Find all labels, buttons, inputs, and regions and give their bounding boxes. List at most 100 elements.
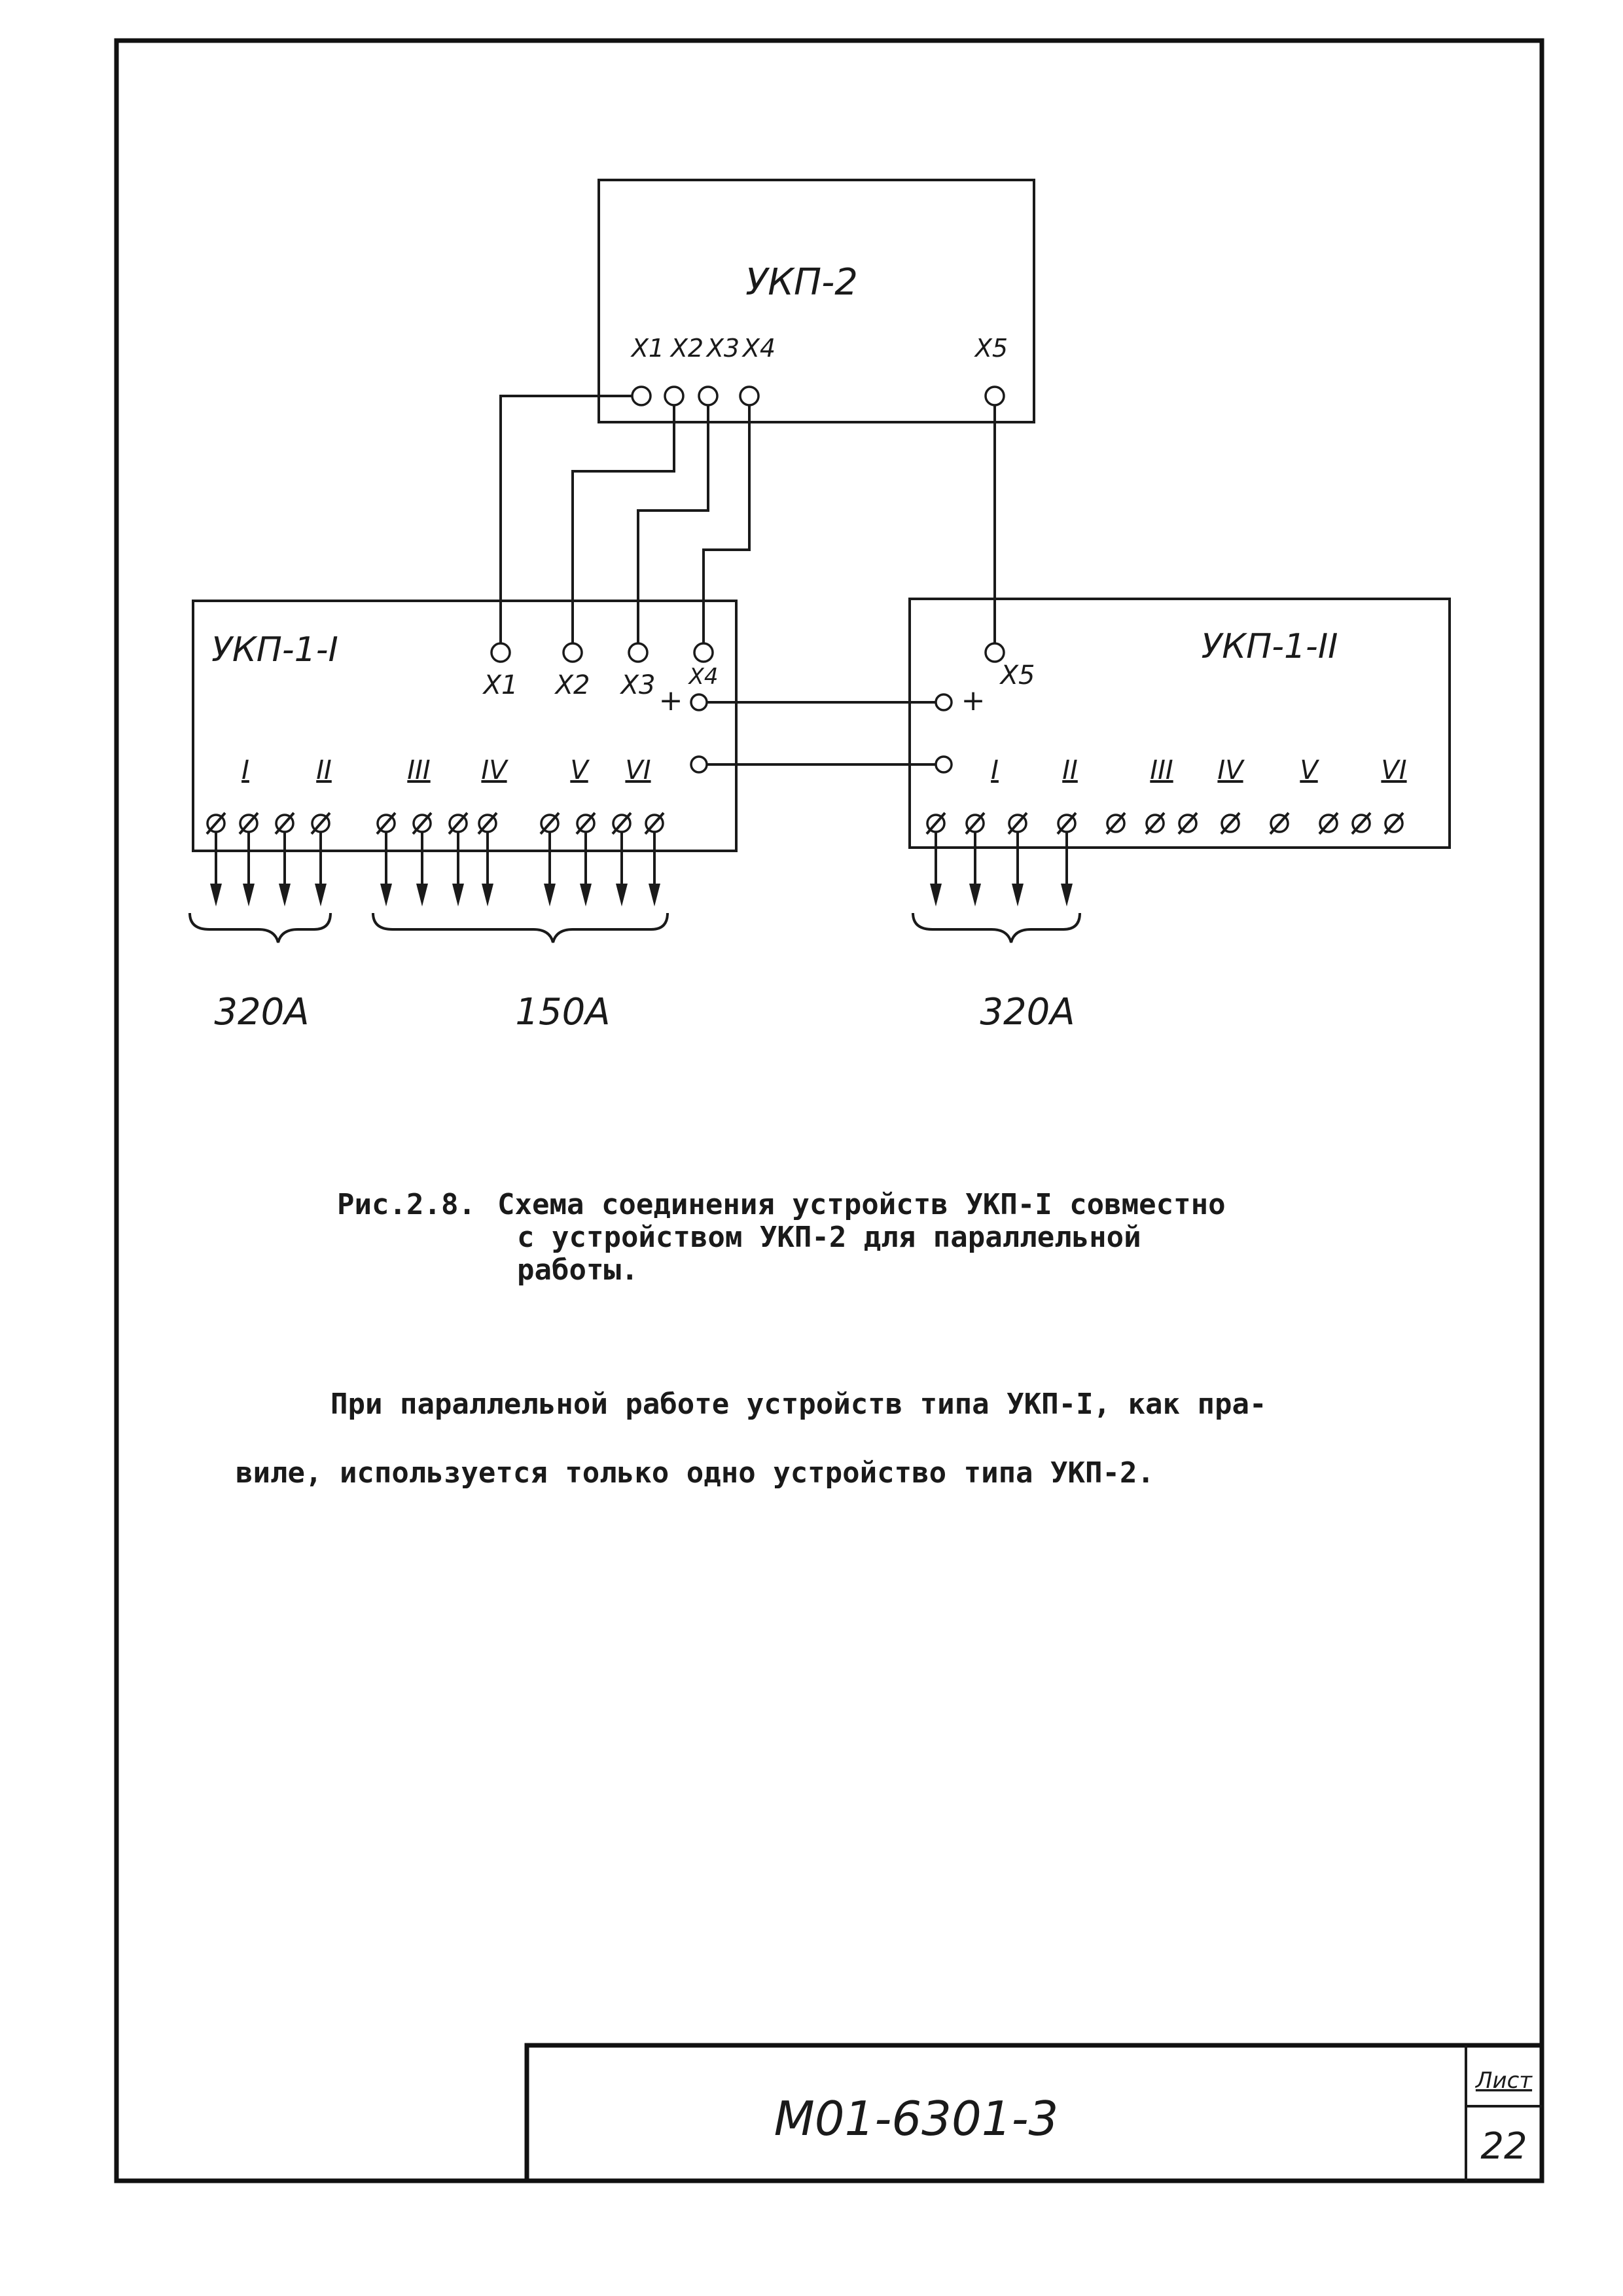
- output-arrow: [1061, 833, 1073, 906]
- figure-caption: Рис.2.8. Схема соединения устройств УКП-…: [337, 1188, 1226, 1287]
- ukp2-terminal-x5: [984, 386, 1005, 406]
- unit1-label-x4: X4: [688, 664, 719, 690]
- unit1-group-2: II: [316, 755, 332, 785]
- braces: [188, 912, 1081, 943]
- unit1-output-terminal: [412, 812, 433, 835]
- brace-320a-left: [188, 912, 332, 943]
- wire-x4: [702, 405, 751, 643]
- body-line-1: При параллельной работе устройств типа У…: [330, 1388, 1266, 1421]
- wire-x2: [571, 405, 675, 643]
- unit2-title: УКП-1-II: [1202, 627, 1338, 666]
- caption-line-1: Схема соединения устройств УКП-I совмест…: [497, 1188, 1226, 1221]
- unit1-group-3: III: [407, 755, 430, 785]
- current-label-320a-right: 320А: [980, 991, 1075, 1033]
- unit1-output-terminals: [205, 812, 665, 835]
- output-arrow: [544, 833, 556, 906]
- unit1-output-terminal: [238, 812, 259, 835]
- sheet-number: 22: [1480, 2125, 1527, 2168]
- current-label-150a: 150А: [515, 991, 610, 1033]
- unit1-terminal-x2: [562, 642, 583, 663]
- unit2-output-terminal: [1056, 812, 1077, 835]
- unit2-output-terminals: [925, 812, 1404, 835]
- brace-150a: [372, 912, 669, 943]
- unit2-label-x5: X5: [999, 660, 1035, 691]
- unit1-output-terminal: [644, 812, 665, 835]
- caption-line-3: работы.: [517, 1253, 638, 1287]
- ukp2-label-x4: X4: [741, 334, 776, 363]
- stamp-border: [524, 2043, 1542, 2181]
- unit1-terminal-x1: [490, 642, 511, 663]
- unit1-group-1: I: [241, 755, 249, 785]
- ukp2-block: УКП-2 X1 X2 X3 X4 X5: [597, 179, 1035, 423]
- ukp2-terminals: [631, 386, 1005, 406]
- output-arrow: [649, 833, 660, 906]
- unit2-plus-label: +: [961, 684, 986, 717]
- unit2-output-terminal: [1383, 812, 1404, 835]
- unit1-output-terminal: [274, 812, 295, 835]
- unit2-terminal-plus: [935, 693, 953, 711]
- unit1-group-6: VI: [625, 755, 651, 785]
- unit1-output-terminal: [205, 812, 226, 835]
- ukp2-terminal-x1: [631, 386, 652, 406]
- unit2-output-terminal: [1269, 812, 1290, 835]
- unit2-terminal-minus: [935, 755, 953, 774]
- current-label-320a-left: 320А: [214, 991, 309, 1033]
- unit2-group-3: III: [1150, 755, 1173, 785]
- output-arrow: [482, 833, 493, 906]
- unit2-group-6: VI: [1381, 755, 1406, 785]
- output-arrow: [930, 833, 942, 906]
- caption-line-2: с устройством УКП-2 для параллельной: [517, 1221, 1141, 1254]
- unit1-output-terminal: [539, 812, 560, 835]
- wire-x3: [637, 405, 709, 643]
- unit2-output-terminal: [1007, 812, 1028, 835]
- ukp2-label-x1: X1: [630, 334, 664, 363]
- unit1-output-terminal: [575, 812, 596, 835]
- unit2-output-terminal: [1177, 812, 1198, 835]
- unit1-group-5: V: [570, 755, 590, 785]
- output-arrow: [210, 833, 222, 906]
- unit1-label-x1: X1: [482, 670, 518, 700]
- output-arrow: [1012, 833, 1024, 906]
- ukp2-terminal-x2: [664, 386, 685, 406]
- unit1-terminal-minus: [690, 755, 708, 774]
- ukp2-label-x2: X2: [669, 334, 704, 363]
- page-frame: [114, 38, 1544, 2183]
- unit2-output-terminal: [1318, 812, 1339, 835]
- document-code: М01-6301-3: [774, 2091, 1059, 2146]
- unit1-output-terminal: [310, 812, 331, 835]
- output-arrow: [279, 833, 291, 906]
- unit2-output-terminal: [1145, 812, 1166, 835]
- ukp1-unit1-block: УКП-1-I X1 X2 X3 X4 + I II III IV V VI: [192, 600, 738, 852]
- ukp2-title: УКП-2: [745, 261, 858, 304]
- unit1-terminal-plus: [690, 693, 708, 711]
- unit2-output-terminal: [925, 812, 946, 835]
- wire-x1: [499, 395, 632, 643]
- ukp2-box: [597, 179, 1035, 423]
- ukp2-terminal-x3: [698, 386, 719, 406]
- unit2-group-2: II: [1062, 755, 1078, 785]
- output-arrows: [210, 833, 1073, 906]
- output-arrow: [616, 833, 628, 906]
- body-paragraph: При параллельной работе устройств типа У…: [236, 1388, 1266, 1490]
- title-block: М01-6301-3 Лист 22: [524, 2043, 1542, 2181]
- unit1-label-x2: X2: [554, 670, 590, 700]
- unit2-group-5: V: [1300, 755, 1319, 785]
- output-arrow: [452, 833, 464, 906]
- unit1-output-terminal: [611, 812, 632, 835]
- output-arrow: [580, 833, 592, 906]
- output-arrow: [969, 833, 981, 906]
- body-line-2: виле, используется только одно устройств…: [236, 1456, 1154, 1490]
- ukp2-label-x5: X5: [974, 334, 1008, 363]
- caption-number: Рис.2.8.: [337, 1188, 476, 1221]
- unit1-terminal-x3: [628, 642, 649, 663]
- brace-320a-right: [912, 912, 1081, 943]
- output-arrow: [243, 833, 255, 906]
- unit2-terminal-x5: [984, 642, 1005, 663]
- unit2-output-terminal: [1351, 812, 1372, 835]
- unit1-terminal-x4: [693, 642, 714, 663]
- unit2-output-terminal: [965, 812, 986, 835]
- output-arrow: [416, 833, 428, 906]
- unit1-output-terminal: [376, 812, 397, 835]
- unit2-box: [908, 598, 1451, 849]
